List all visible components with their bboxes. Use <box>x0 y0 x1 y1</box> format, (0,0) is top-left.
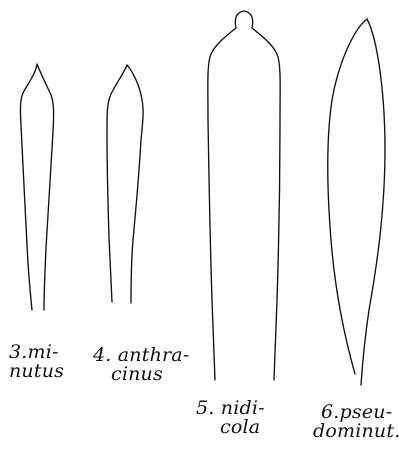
caption-pseudominutus-line-2: dominut. <box>313 422 399 441</box>
specimen-outline-4 <box>107 65 143 303</box>
caption-nidicola-line-2: cola <box>196 418 265 437</box>
caption-pseudominutus: 6.pseu- dominut. <box>313 403 399 441</box>
caption-anthracinus-line-2: cinus <box>93 365 189 384</box>
caption-minutus-line-2: nutus <box>9 362 64 381</box>
caption-anthracinus: 4. anthra- cinus <box>93 346 189 384</box>
caption-nidicola: 5. nidi- cola <box>196 399 265 437</box>
specimen-outline-3 <box>20 64 53 310</box>
caption-minutus: 3.mi- nutus <box>9 343 64 381</box>
specimen-outline-5 <box>208 11 280 380</box>
specimen-outline-6 <box>328 19 385 385</box>
